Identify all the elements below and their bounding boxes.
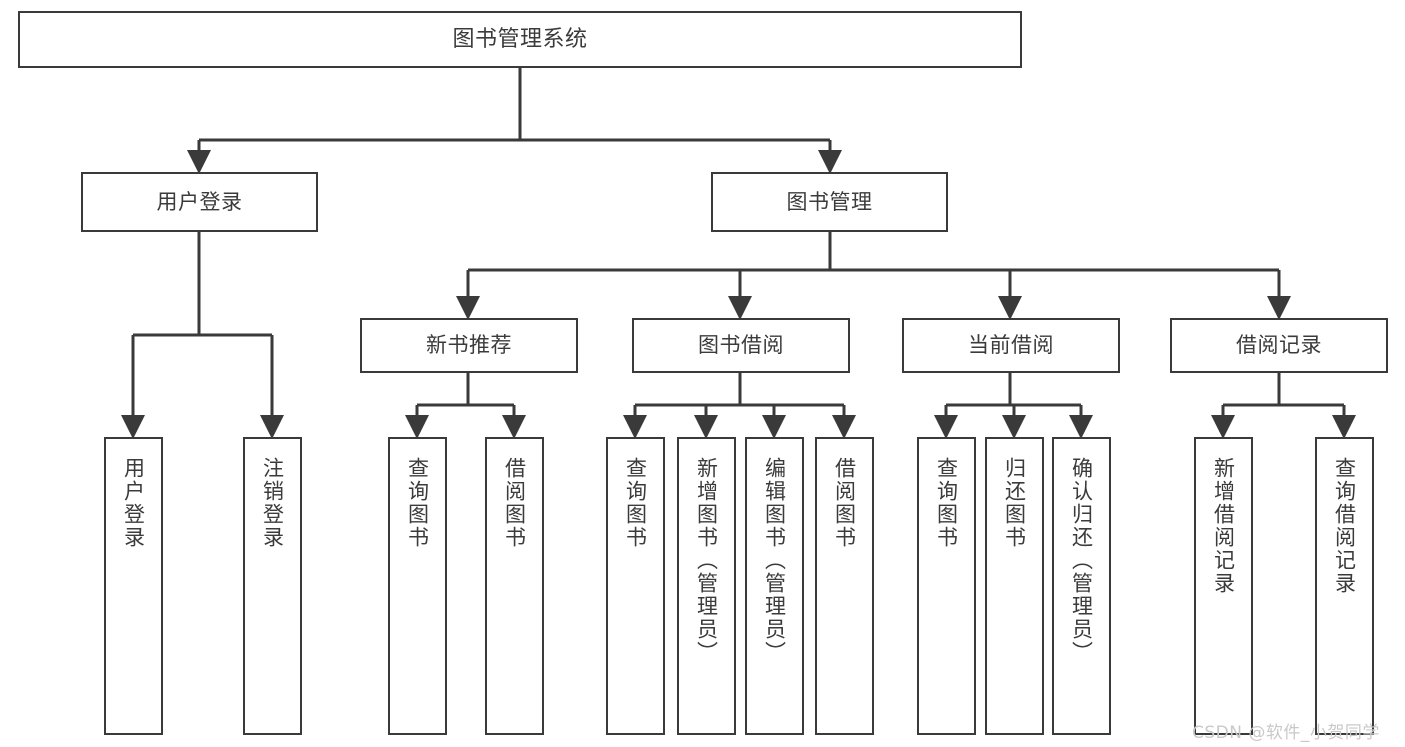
node-confirm-return-admin[interactable]: 确认归还（管理员） <box>1052 437 1111 735</box>
node-borrow-book[interactable]: 借阅图书 <box>815 437 874 735</box>
node-label: 查询图书 <box>405 457 430 549</box>
node-book-borrow-label: 图书借阅 <box>698 333 784 358</box>
node-query-book-rec[interactable]: 查询图书 <box>388 437 447 735</box>
node-logout-login[interactable]: 注销登录 <box>243 437 302 735</box>
node-book-manage[interactable]: 图书管理 <box>711 172 948 232</box>
node-new-book-recommend-label: 新书推荐 <box>426 333 512 358</box>
node-current-borrow-label: 当前借阅 <box>968 333 1054 358</box>
node-query-book-current[interactable]: 查询图书 <box>917 437 976 735</box>
node-borrow-book-rec[interactable]: 借阅图书 <box>485 437 544 735</box>
node-label: 查询借阅记录 <box>1332 457 1357 595</box>
node-label: 注销登录 <box>260 457 285 549</box>
node-label: 借阅图书 <box>832 457 857 549</box>
node-query-book-borrow[interactable]: 查询图书 <box>606 437 665 735</box>
node-label: 查询图书 <box>623 457 648 549</box>
node-label: 归还图书 <box>1002 457 1027 549</box>
node-label: 新增借阅记录 <box>1211 457 1236 595</box>
node-new-book-recommend[interactable]: 新书推荐 <box>360 318 578 373</box>
node-label: 确认归还（管理员） <box>1069 457 1094 664</box>
node-add-borrow-record[interactable]: 新增借阅记录 <box>1194 437 1253 735</box>
node-user-login-label: 用户登录 <box>156 189 243 214</box>
node-query-borrow-record[interactable]: 查询借阅记录 <box>1315 437 1374 735</box>
node-book-manage-label: 图书管理 <box>786 189 873 214</box>
node-label: 查询图书 <box>934 457 959 549</box>
node-add-book-admin[interactable]: 新增图书（管理员） <box>677 437 736 735</box>
node-label: 借阅图书 <box>502 457 527 549</box>
node-user-login[interactable]: 用户登录 <box>81 172 318 232</box>
node-borrow-record[interactable]: 借阅记录 <box>1170 318 1388 373</box>
node-book-borrow[interactable]: 图书借阅 <box>632 318 850 373</box>
node-current-borrow[interactable]: 当前借阅 <box>902 318 1120 373</box>
node-return-book[interactable]: 归还图书 <box>985 437 1044 735</box>
node-root-label: 图书管理系统 <box>452 26 588 52</box>
node-edit-book-admin[interactable]: 编辑图书（管理员） <box>745 437 804 735</box>
node-user-login[interactable]: 用户登录 <box>104 437 163 735</box>
node-root[interactable]: 图书管理系统 <box>18 11 1022 68</box>
node-label: 用户登录 <box>121 457 146 549</box>
node-label: 编辑图书（管理员） <box>762 457 787 664</box>
node-label: 新增图书（管理员） <box>694 457 719 664</box>
node-borrow-record-label: 借阅记录 <box>1236 333 1322 358</box>
csdn-watermark: CSDN @软件_小贺同学 <box>1192 723 1380 743</box>
